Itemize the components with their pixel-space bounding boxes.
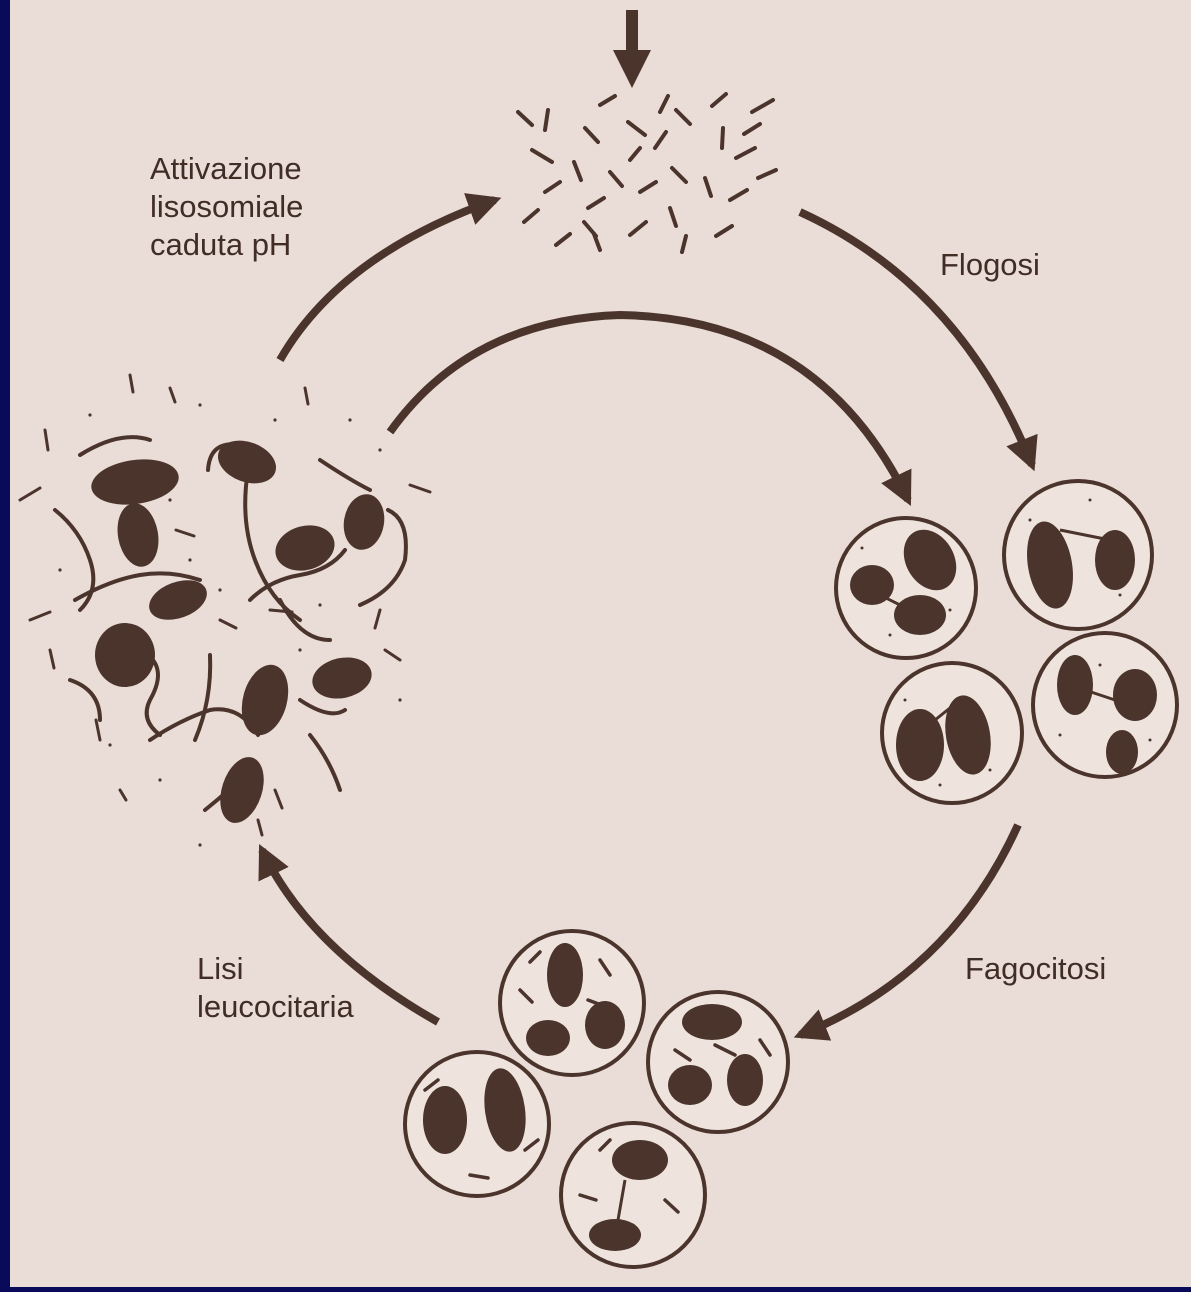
leukocyte xyxy=(1033,633,1177,777)
label-phagocytosis: Fagocitosi xyxy=(965,950,1106,988)
leukocyte xyxy=(836,518,976,658)
leukocyte xyxy=(1004,481,1152,629)
frame-left-edge xyxy=(0,0,10,1287)
leukocyte xyxy=(648,992,788,1132)
leukocyte xyxy=(882,663,1022,803)
label-leukocyte-lysis: Lisi leucocitaria xyxy=(197,950,354,1026)
leukocyte xyxy=(500,931,644,1075)
leukocyte xyxy=(561,1123,705,1267)
label-inflammation: Flogosi xyxy=(940,246,1040,284)
leukocyte xyxy=(405,1052,549,1196)
label-lysosomal-activation: Attivazione lisosomiale caduta pH xyxy=(150,150,303,264)
